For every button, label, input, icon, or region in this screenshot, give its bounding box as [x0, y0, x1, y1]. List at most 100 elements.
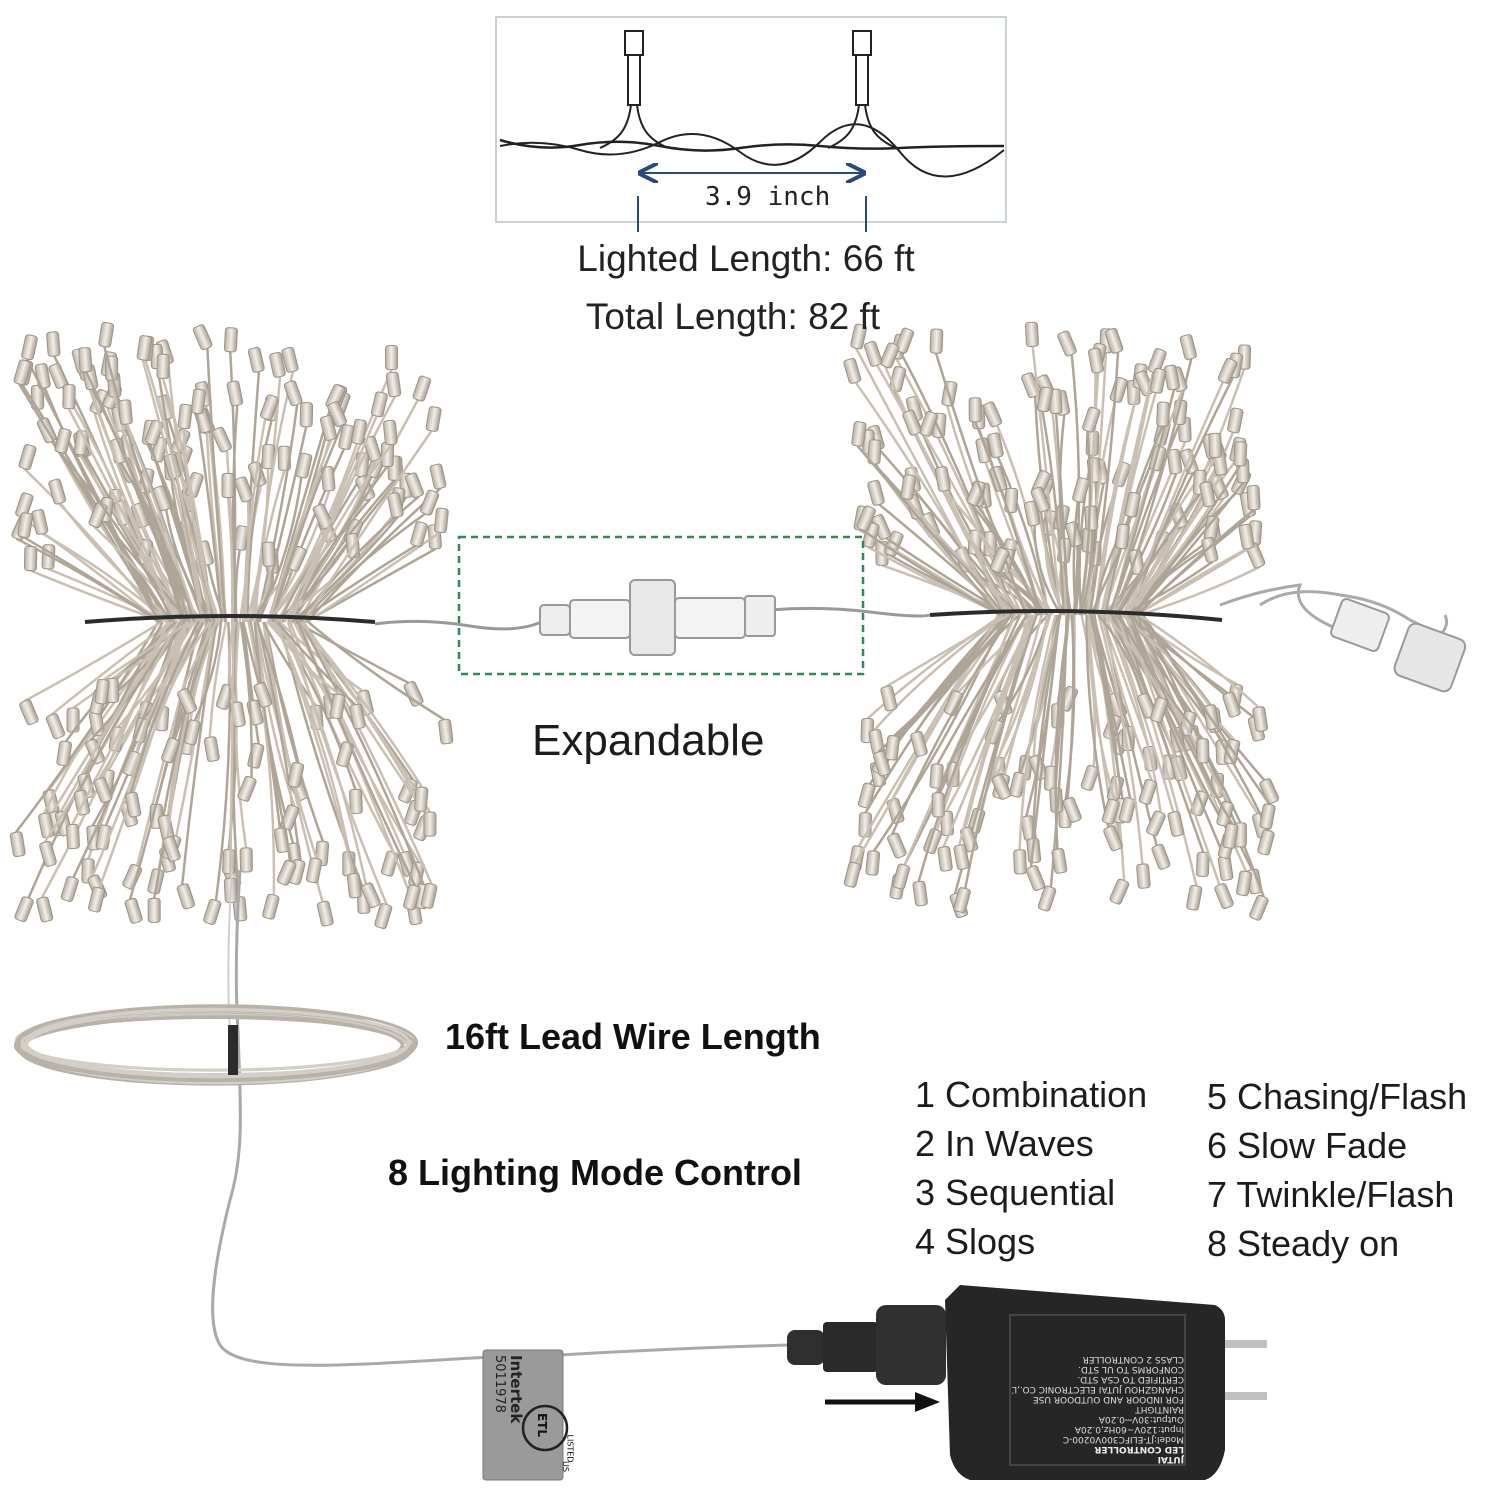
- led-strand: [306, 531, 441, 624]
- adapter-model: Model:JT-ELIFC300V0200-C: [1062, 1434, 1184, 1444]
- led-strand: [23, 620, 162, 703]
- led-strand: [25, 358, 164, 623]
- led-bulb: [269, 351, 286, 378]
- led-bulb: [1146, 810, 1166, 837]
- lead-wire-label: 16ft Lead Wire Length: [445, 1016, 821, 1057]
- led-bulb: [1147, 348, 1167, 375]
- led-strand: [1127, 614, 1229, 695]
- adapter-brand: JUTAI: [1157, 1454, 1184, 1464]
- led-bulb: [1013, 849, 1027, 875]
- led-strand: [239, 621, 253, 778]
- led-strand: [915, 433, 1021, 616]
- led-bulb: [1082, 406, 1101, 433]
- led-bulb: [98, 321, 115, 348]
- led-bulb: [1217, 855, 1234, 881]
- led-bulb: [1222, 823, 1239, 849]
- led-strand: [279, 621, 368, 885]
- led-strand: [258, 426, 308, 623]
- led-bulb: [1186, 884, 1203, 911]
- led-bulb: [1199, 481, 1216, 508]
- led-bulb: [329, 693, 346, 720]
- led-strand: [1009, 511, 1054, 616]
- led-bulb: [895, 327, 915, 354]
- led-bulb: [13, 359, 32, 386]
- led-bulb: [892, 863, 911, 890]
- led-bulb: [867, 479, 885, 506]
- led-strand: [891, 614, 1013, 836]
- led-bulb: [989, 547, 1010, 574]
- led-bundle-left: [9, 321, 454, 930]
- led-strand: [1139, 565, 1261, 617]
- led-strand: [299, 621, 424, 788]
- led-bulb: [1080, 764, 1100, 791]
- adapter-label: JUTAI LED CONTROLLER Model:JT-ELIFC300V0…: [1012, 1318, 1184, 1464]
- led-bulb: [94, 678, 110, 705]
- led-bulb: [1163, 364, 1180, 391]
- led-strand: [914, 614, 1021, 734]
- led-bulb: [865, 850, 881, 876]
- led-bulb: [902, 409, 922, 436]
- led-bulb: [1217, 357, 1238, 384]
- led-bulb: [190, 388, 206, 415]
- led-bulb: [1238, 523, 1255, 550]
- led-bulb: [385, 345, 399, 371]
- led-strand: [288, 443, 393, 623]
- led-strand: [899, 351, 1016, 616]
- led-bulb: [349, 788, 363, 815]
- led-strand: [1101, 371, 1155, 616]
- led-bulb: [1114, 523, 1130, 550]
- led-bulb: [382, 419, 398, 446]
- led-bulb: [991, 774, 1012, 800]
- led-strand: [291, 515, 399, 623]
- tag-number: 5011978: [492, 1355, 507, 1413]
- led-bulb: [1156, 401, 1171, 427]
- led-bulb: [259, 394, 279, 421]
- led-bulb: [1088, 347, 1105, 374]
- led-bulb: [429, 463, 447, 490]
- led-strand: [885, 613, 1010, 688]
- led-bulb: [1037, 885, 1057, 912]
- led-strand: [18, 383, 161, 623]
- led-strand: [1131, 465, 1241, 616]
- led-bulb: [857, 782, 876, 809]
- led-strand: [1117, 493, 1201, 616]
- led-bulb: [1259, 778, 1280, 805]
- led-bulb: [346, 872, 362, 899]
- adapter-wire: [559, 1343, 791, 1357]
- led-strand: [1029, 614, 1061, 868]
- led-strand: [103, 346, 191, 623]
- etl-tag: [482, 1349, 569, 1481]
- led-strand: [1078, 430, 1092, 616]
- led-bulb: [1233, 441, 1248, 467]
- led-strand: [302, 430, 433, 623]
- led-bulb: [162, 835, 181, 862]
- led-strand: [102, 620, 190, 681]
- led-bulb: [929, 328, 944, 354]
- led-bulb: [982, 401, 1003, 428]
- led-strand: [180, 621, 218, 691]
- led-strand: [1033, 525, 1062, 616]
- adapter-maker: CHANGZHOU JUTAI ELECTRONIC CO.,LTD: [1012, 1384, 1184, 1394]
- led-bulb: [147, 897, 161, 923]
- led-strand: [1018, 614, 1057, 850]
- led-strand: [1121, 505, 1212, 616]
- led-bulb: [66, 707, 80, 733]
- insert-arrow: [825, 1392, 940, 1412]
- led-bulb: [1101, 798, 1120, 825]
- led-strand: [1114, 358, 1193, 616]
- led-strand: [257, 477, 303, 623]
- etl-tag-text: Intertek 5011978: [475, 1355, 525, 1495]
- led-bundle-right: [843, 321, 1280, 921]
- controller-adapter: [787, 1285, 1267, 1480]
- led-strand: [97, 621, 189, 780]
- led-strand: [1079, 530, 1094, 616]
- led-bulb: [21, 334, 38, 361]
- led-bulb: [88, 502, 108, 529]
- adapter-output: Output:30V⎓0.20A: [1098, 1414, 1184, 1424]
- led-bulb: [929, 763, 944, 789]
- coil-loop: [15, 1004, 419, 1082]
- led-bulb: [177, 403, 193, 430]
- led-bulb: [937, 846, 953, 872]
- led-strand: [1138, 613, 1260, 709]
- led-bulb: [46, 331, 61, 357]
